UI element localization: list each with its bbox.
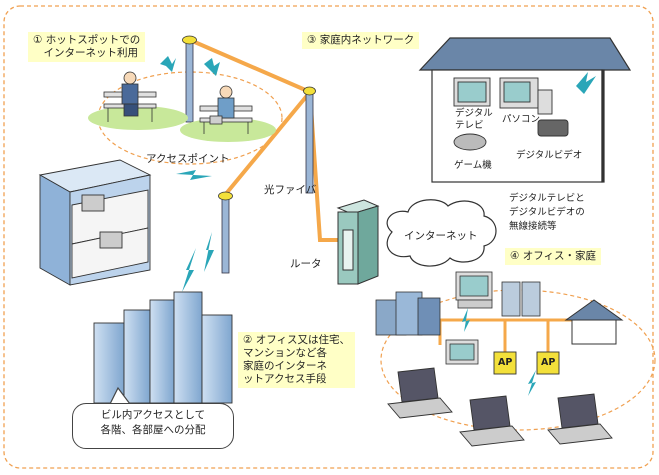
pc-label: パソコン [502,114,541,125]
office-pc [455,271,493,309]
wireless-links [160,56,596,396]
hotspot-area [97,71,283,165]
laptops [387,367,613,447]
office-building-left [38,159,152,286]
ap-label-1: AP [498,357,513,368]
small-house [564,299,624,345]
grass-left [88,106,188,130]
ap-label-2: AP [541,357,556,368]
label-office-home: ④ オフィス・家庭 [505,248,602,265]
access-points [493,351,560,375]
label-home-network: ③ 家庭内ネットワーク [302,32,420,49]
digital-video-label: デジタルビデオ [516,150,583,161]
outer-frame [3,5,654,469]
building-note: ビル内アクセスとして 各階、各部屋への分配 [72,403,234,449]
office-desktop [445,339,479,365]
router-device [336,199,380,285]
label-office-access: ② オフィス又は住宅、 マンションなど各 家庭のインターネ ットアクセス手段 [238,332,356,388]
router-label: ルータ [290,258,322,270]
wireless-note: デジタルテレビと デジタルビデオの 無線接続等 [509,193,585,232]
bench-person-right [199,85,253,134]
city-buildings [93,291,233,404]
optical-fiber-label: 光ファイバ [264,184,317,196]
pole-fiber [303,86,316,194]
office-buildings-right [375,291,441,336]
home-devices [453,77,569,151]
label-hotspot: ① ホットスポットでの インターネット利用 [28,32,146,62]
bench-person-left [103,71,157,122]
internet-cloud [386,199,497,267]
access-point-label: アクセスポイント [146,153,230,165]
digital-tv-label: デジタル テレビ [455,108,493,131]
game-label: ゲーム機 [454,160,492,171]
pole-hotspot [182,35,197,123]
internet-label: インターネット [404,230,478,242]
pole-access [218,191,233,274]
servers [501,281,541,317]
